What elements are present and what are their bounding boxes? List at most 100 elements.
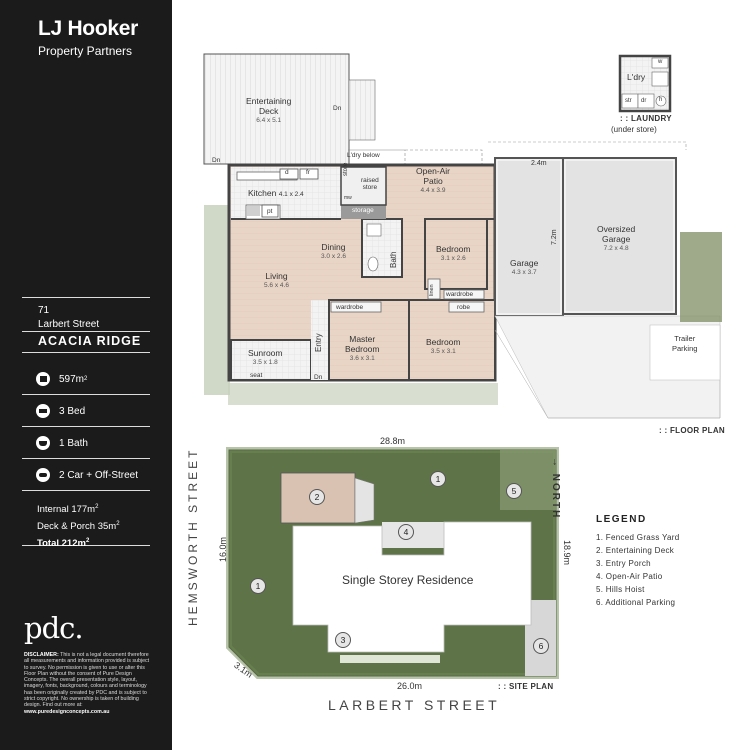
site-left-depth: 16.0m xyxy=(218,536,228,562)
disclaimer-text: DISCLAIMER: This is not a legal document… xyxy=(24,652,150,715)
room-kitchen: Kitchen 4.1 x 2.4 xyxy=(248,188,304,198)
pantry-label: pt xyxy=(267,208,273,215)
linen-label: linen xyxy=(429,284,435,296)
microwave-label: mw xyxy=(344,195,352,201)
suburb-name: ACACIA RIDGE xyxy=(38,334,142,348)
north-arrow-icon: → xyxy=(550,457,561,469)
bedrooms-stat: 3 Bed xyxy=(36,403,85,419)
street-number: 71 xyxy=(38,305,50,316)
divider xyxy=(22,297,150,298)
seat-label: seat xyxy=(250,372,263,379)
legend: LEGEND 1. Fenced Grass Yard 2. Entertain… xyxy=(596,514,680,609)
raised-store-label: raised store xyxy=(361,177,379,191)
trailer-parking: Trailer Parking xyxy=(672,334,698,353)
room-dining: Dining 3.0 x 2.6 xyxy=(321,242,346,260)
garage-width-dimension: 2.4m xyxy=(531,160,547,167)
residence-label: Single Storey Residence xyxy=(342,573,474,587)
site-right-depth: 18.9m xyxy=(562,540,572,566)
dishwasher-label: d xyxy=(285,169,289,176)
wardrobe-label: wardrobe xyxy=(336,304,364,311)
marker-entertaining-deck: 2 xyxy=(309,489,325,505)
down-label: Dn xyxy=(212,157,221,164)
storage-label: storage xyxy=(352,207,374,214)
bath-label: Bath xyxy=(389,251,398,268)
marker-fenced-grass-yard: 1 xyxy=(250,578,266,594)
property-address: 71 Larbert Street xyxy=(38,304,99,332)
land-icon xyxy=(36,372,50,386)
internal-area: Internal 177m2 xyxy=(37,504,99,516)
room-master-bedroom: Master Bedroom 3.6 x 3.1 xyxy=(345,334,380,362)
bathrooms-stat: 1 Bath xyxy=(36,435,88,451)
site-bottom-width: 26.0m xyxy=(397,681,423,691)
brand-subtitle: Property Partners xyxy=(38,44,133,58)
robe-label: robe xyxy=(457,304,471,311)
dryer-label: dr xyxy=(641,98,647,104)
parking-stat: 2 Car + Off-Street xyxy=(36,467,138,483)
pdc-logo: pdc. xyxy=(24,611,84,645)
bathrooms-value: 1 Bath xyxy=(59,437,88,449)
hot-water-label: h xyxy=(659,97,663,103)
divider xyxy=(22,426,150,427)
land-size-value: 597m xyxy=(59,373,85,385)
hemsworth-street-label: HEMSWORTH STREET xyxy=(186,447,200,626)
storage-cupboard-label: str xyxy=(625,98,632,104)
disclaimer-url: www.puredesignconcepts.com.au xyxy=(24,708,110,715)
fridge-label: fr xyxy=(306,169,310,176)
marker-hills-hoist: 5 xyxy=(506,483,522,499)
deck-stairs xyxy=(348,79,376,141)
north-indicator: → NORTH xyxy=(550,457,561,520)
total-area: Total 212m2 xyxy=(37,538,90,550)
wardrobe-label: wardrobe xyxy=(446,291,474,298)
room-laundry: L'dry xyxy=(627,72,646,82)
washer-label: w xyxy=(658,59,663,65)
sidebar-panel: LJ Hooker Property Partners 71 Larbert S… xyxy=(0,0,172,750)
bedrooms-value: 3 Bed xyxy=(59,405,86,417)
divider xyxy=(22,545,150,546)
marker-additional-parking: 6 xyxy=(533,638,549,654)
site-plan-drawing xyxy=(226,447,559,679)
divider xyxy=(22,458,150,459)
legend-item: 4. Open-Air Patio xyxy=(596,572,663,581)
divider xyxy=(22,331,150,332)
deck-porch-area: Deck & Porch 35m2 xyxy=(37,521,120,533)
room-bedroom-2: Bedroom 3.1 x 2.6 xyxy=(436,244,471,262)
site-plan-tag: : : SITE PLAN xyxy=(498,682,554,691)
brand-name: LJ Hooker xyxy=(38,17,138,40)
parking-value: 2 Car + Off-Street xyxy=(59,469,139,481)
bed-icon xyxy=(36,404,50,418)
bath-icon xyxy=(36,436,50,450)
store-label: store xyxy=(343,162,349,176)
legend-item: 5. Hills Hoist xyxy=(596,585,645,594)
room-living: Living 5.6 x 4.6 xyxy=(264,271,289,289)
floor-plan-tag: : : FLOOR PLAN xyxy=(659,426,725,435)
garage-length-dimension: 7.2m xyxy=(551,229,558,245)
laundry-tag: : : LAUNDRY xyxy=(620,114,672,123)
area-summary: Internal 177m2 Deck & Porch 35m2 Total 2… xyxy=(37,500,120,551)
brand-logo: LJ Hooker Property Partners xyxy=(38,17,138,58)
car-icon xyxy=(36,468,50,482)
room-bedroom-3: Bedroom 3.5 x 3.1 xyxy=(426,337,461,355)
down-label: Dn xyxy=(333,105,342,112)
room-sunroom: Sunroom 3.5 x 1.8 xyxy=(248,348,283,366)
divider xyxy=(22,394,150,395)
larbert-street-label: LARBERT STREET xyxy=(328,697,501,713)
divider xyxy=(22,490,150,491)
legend-item: 1. Fenced Grass Yard xyxy=(596,533,680,542)
laundry-note: (under store) xyxy=(611,125,657,134)
street-name: Larbert Street xyxy=(38,319,100,330)
room-open-air-patio: Open-Air Patio 4.4 x 3.9 xyxy=(416,166,451,194)
entry-label: Entry xyxy=(314,333,323,352)
legend-item: 2. Entertaining Deck xyxy=(596,546,675,555)
marker-entry-porch: 3 xyxy=(335,632,351,648)
legend-item: 6. Additional Parking xyxy=(596,598,676,607)
room-entertaining-deck: Entertaining Deck 6.4 x 5.1 xyxy=(246,96,292,124)
site-top-width: 28.8m xyxy=(380,436,406,446)
divider xyxy=(22,352,150,353)
marker-fenced-grass-yard: 1 xyxy=(430,471,446,487)
down-label: Dn xyxy=(314,374,323,381)
room-oversized-garage: Oversized Garage 7.2 x 4.8 xyxy=(597,224,636,252)
laundry-below-label: L'dry below xyxy=(347,152,380,159)
legend-title: LEGEND xyxy=(596,514,647,525)
marker-open-air-patio: 4 xyxy=(398,524,414,540)
